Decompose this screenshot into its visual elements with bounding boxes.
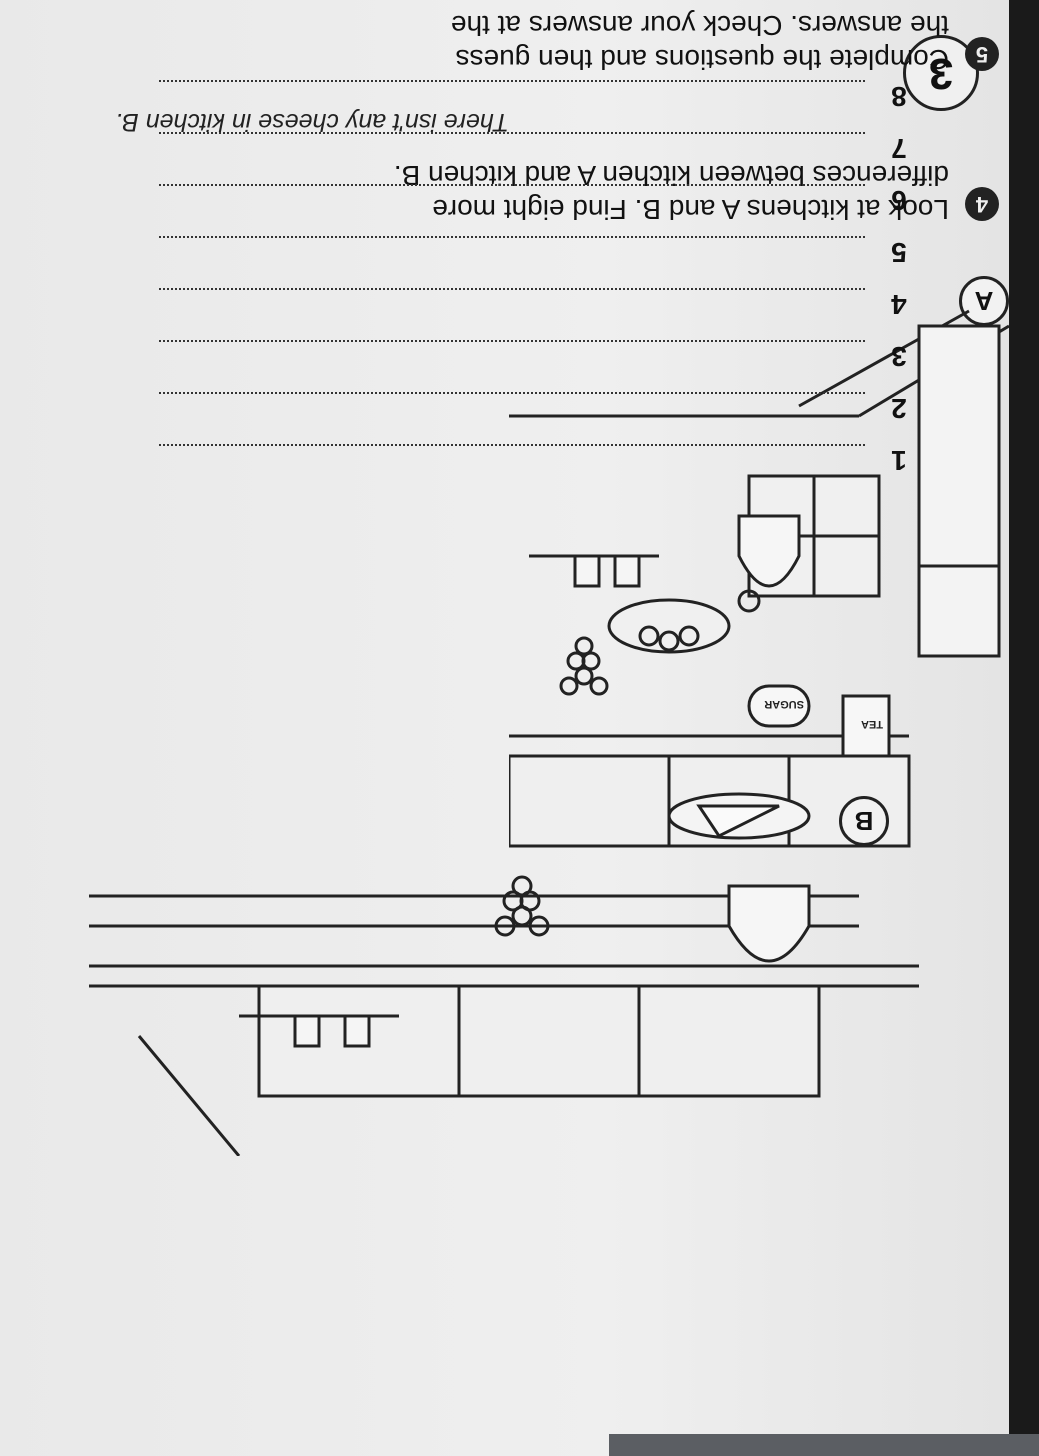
- exercise-5-number: 5: [975, 42, 989, 67]
- exercise-5-badge: 5: [965, 37, 999, 71]
- exercise-5-line-2: the answers. Check your answers at the: [450, 10, 949, 41]
- kitchen-b-label: B: [839, 796, 889, 846]
- answer-lines: 1 2 3 4 5 6 7 8: [159, 80, 919, 496]
- exercise-4-number: 4: [975, 192, 989, 217]
- exercise-4-badge: 4: [965, 187, 999, 221]
- kitchen-b-illustration: [89, 875, 919, 1156]
- tea-jar-label: TEA: [861, 718, 883, 730]
- answer-row-5[interactable]: 5: [159, 236, 919, 288]
- top-strip: [609, 1434, 1039, 1456]
- answer-row-6[interactable]: 6: [159, 184, 919, 236]
- answer-row-1[interactable]: 1: [159, 444, 919, 496]
- answer-row-2[interactable]: 2: [159, 392, 919, 444]
- answer-row-8[interactable]: 8: [159, 80, 919, 132]
- answer-row-3[interactable]: 3: [159, 340, 919, 392]
- exercise-5-instructions: Complete the questions and then guess th…: [451, 8, 949, 76]
- sugar-jar-label: SUGAR: [764, 698, 804, 710]
- exercise-5-line-1: Complete the questions and then guess: [455, 44, 949, 75]
- answer-row-4[interactable]: 4: [159, 288, 919, 340]
- kitchen-a-illustration: TEA SUGAR: [509, 309, 1009, 848]
- answer-row-7[interactable]: 7: [159, 132, 919, 184]
